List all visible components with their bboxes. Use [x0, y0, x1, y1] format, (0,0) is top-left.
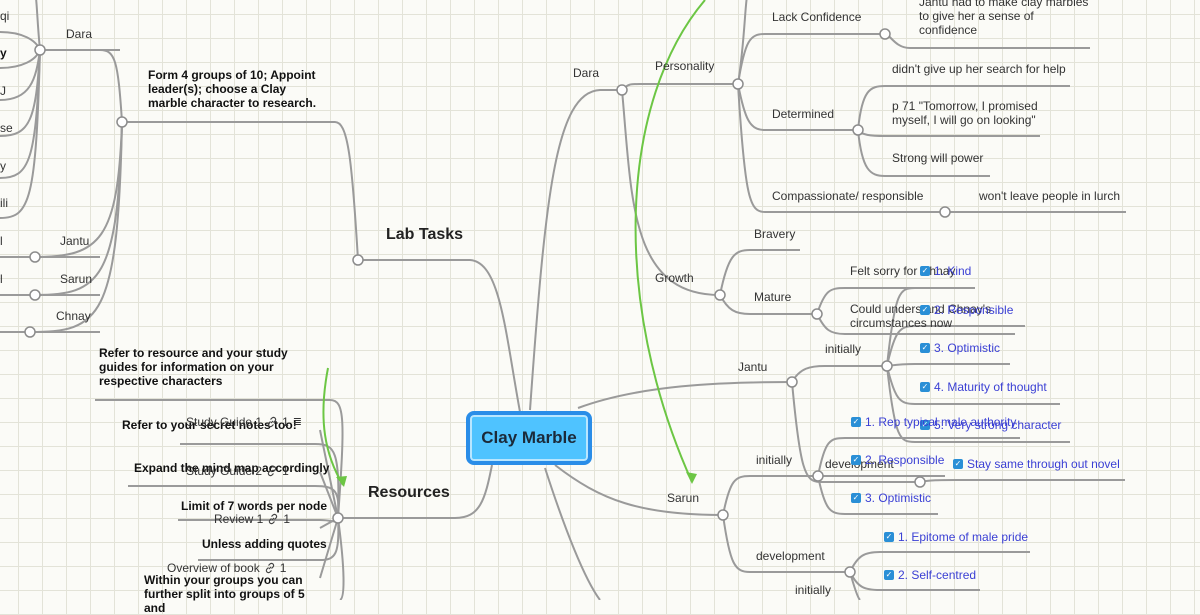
dara-mature[interactable]: Mature: [754, 290, 792, 304]
resource-note[interactable]: Refer to your secret notes too!: [122, 418, 297, 432]
link-icon: [267, 416, 277, 428]
topic-resources[interactable]: Resources: [368, 484, 450, 501]
checkbox-checked-icon[interactable]: ✓: [920, 382, 930, 392]
ref-count: 1: [283, 512, 291, 526]
cut-label[interactable]: y: [0, 46, 7, 60]
link-icon: [265, 562, 274, 574]
checkbox-checked-icon[interactable]: ✓: [920, 266, 930, 276]
checkbox-checked-icon[interactable]: ✓: [884, 532, 894, 542]
ref-overview-of-book[interactable]: Overview of book 1: [167, 561, 286, 575]
jantu-task[interactable]: ✓ 3. Optimistic: [920, 341, 1000, 355]
task-label: 2. Responsible: [865, 453, 945, 467]
jantu-task[interactable]: ✓ 2. Responsible: [920, 303, 1013, 317]
cut-label[interactable]: J: [0, 84, 6, 98]
ref-study-guide-2[interactable]: Study Guide 2 1: [186, 464, 289, 478]
task-label: 3. Optimistic: [934, 341, 1001, 355]
dara-det-note[interactable]: Strong will power: [892, 151, 984, 165]
dara-lack-confidence[interactable]: Lack Confidence: [772, 10, 862, 24]
cut-label[interactable]: l: [0, 272, 3, 286]
central-topic[interactable]: Clay Marble: [466, 411, 592, 465]
group-sarun[interactable]: Sarun: [60, 272, 93, 286]
branch-dara[interactable]: Dara: [573, 66, 600, 80]
checkbox-checked-icon[interactable]: ✓: [851, 455, 861, 465]
resource-note[interactable]: Within your groups you can further split…: [144, 573, 305, 615]
task-label: 2. Self-centred: [898, 568, 977, 582]
checkbox-checked-icon[interactable]: ✓: [851, 493, 861, 503]
task-label: 2. Responsible: [934, 303, 1014, 317]
ref-label: Study Guide 1: [186, 415, 263, 429]
task-label: 4. Maturity of thought: [934, 380, 1047, 394]
task-label: 1. Epitome of male pride: [898, 530, 1029, 544]
checkbox-checked-icon[interactable]: ✓: [920, 305, 930, 315]
ref-label: Review 1: [214, 512, 264, 526]
cut-label[interactable]: y: [0, 159, 6, 173]
task-label: 1. Kind: [934, 264, 972, 278]
task-label: 5. Very strong character: [934, 418, 1062, 432]
ref-label: Study Guide 2: [186, 464, 263, 478]
resource-note[interactable]: Limit of 7 words per node: [181, 499, 328, 513]
cut-label[interactable]: qi: [0, 9, 10, 23]
sarun-task[interactable]: ✓1. Rep typical male authority: [851, 415, 1016, 429]
sarun-task[interactable]: ✓ 3. Optimistic: [851, 491, 931, 505]
branch-jantu[interactable]: Jantu: [738, 360, 768, 374]
jantu-task[interactable]: ✓ 4. Maturity of thought: [920, 380, 1047, 394]
branch-sarun[interactable]: Sarun: [667, 491, 700, 505]
topic-lab-tasks[interactable]: Lab Tasks: [386, 226, 464, 243]
bottom-initially[interactable]: initially: [795, 583, 832, 597]
sarun-dev-task[interactable]: ✓ 1. Epitome of male pride: [884, 530, 1028, 544]
dara-det-note[interactable]: p 71 "Tomorrow, I promised myself, I wil…: [892, 99, 1038, 127]
cut-label[interactable]: l: [0, 234, 3, 248]
lab-instruction[interactable]: Form 4 groups of 10; Appoint leader(s); …: [148, 68, 317, 110]
resource-note[interactable]: Expand the mind map accordingly: [134, 461, 330, 475]
dara-comp-note[interactable]: won't leave people in lurch: [979, 189, 1121, 203]
ref-study-guide-1[interactable]: Study Guide 1 1 ≣: [186, 415, 302, 429]
cut-label[interactable]: ili: [0, 196, 8, 210]
group-jantu[interactable]: Jantu: [60, 234, 90, 248]
resource-note[interactable]: Refer to resource and your study guides …: [99, 346, 288, 388]
link-icon: [269, 513, 278, 525]
sarun-task[interactable]: ✓ 2. Responsible: [851, 453, 944, 467]
dara-personality[interactable]: Personality: [655, 59, 715, 73]
mind-map-connectors: [0, 0, 1126, 600]
notes-icon: ≣: [292, 416, 302, 428]
task-label: 1. Rep typical male authority: [865, 415, 1017, 429]
resource-note[interactable]: Unless adding quotes: [202, 537, 327, 551]
ref-count: 1: [282, 415, 289, 429]
ref-label: Overview of book: [167, 561, 260, 575]
ref-count: 1: [279, 561, 287, 575]
ref-count: 1: [282, 464, 289, 478]
checkbox-checked-icon[interactable]: ✓: [953, 459, 963, 469]
checkbox-checked-icon[interactable]: ✓: [920, 343, 930, 353]
checkbox-checked-icon[interactable]: ✓: [851, 417, 861, 427]
sarun-initially[interactable]: initially: [756, 453, 793, 467]
jantu-dev-task[interactable]: ✓ Stay same through out novel: [953, 457, 1120, 471]
dara-compassionate[interactable]: Compassionate/ responsible: [772, 189, 924, 203]
ref-review-1[interactable]: Review 1 1: [214, 512, 290, 526]
checkbox-checked-icon[interactable]: ✓: [884, 570, 894, 580]
dara-determined[interactable]: Determined: [772, 107, 835, 121]
checkbox-checked-icon[interactable]: ✓: [920, 420, 930, 430]
link-icon: [267, 465, 277, 477]
dara-det-note[interactable]: didn't give up her search for help: [892, 62, 1066, 76]
dara-lack-note[interactable]: Jantu had to make clay marbles to give h…: [919, 0, 1089, 37]
dara-growth[interactable]: Growth: [655, 271, 694, 285]
cut-label[interactable]: se: [0, 121, 13, 135]
jantu-initially[interactable]: initially: [825, 342, 862, 356]
group-chnay[interactable]: Chnay: [56, 309, 91, 323]
jantu-task[interactable]: ✓ 5. Very strong character: [920, 418, 1061, 432]
sarun-dev-task[interactable]: ✓ 2. Self-centred: [884, 568, 976, 582]
jantu-task[interactable]: ✓ 1. Kind: [920, 264, 971, 278]
task-label: Stay same through out novel: [967, 457, 1120, 471]
task-label: 3. Optimistic: [865, 491, 932, 505]
sarun-development[interactable]: development: [756, 549, 825, 563]
dara-bravery[interactable]: Bravery: [754, 227, 796, 241]
group-dara[interactable]: Dara: [66, 27, 93, 41]
